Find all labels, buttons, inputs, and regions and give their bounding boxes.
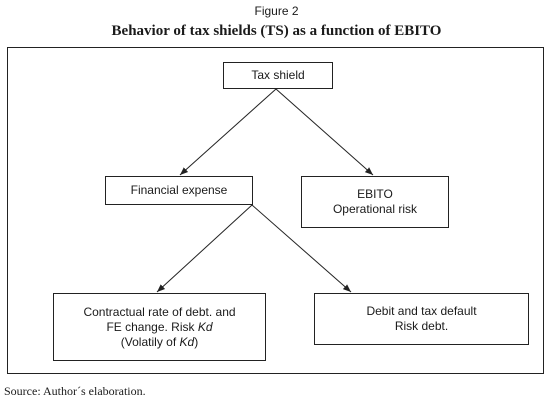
node-ebito: EBITO Operational risk: [301, 176, 449, 228]
kd-symbol: Kd: [179, 334, 195, 349]
edge-financial-to-default: [251, 204, 352, 293]
edge-tax-to-ebito: [275, 88, 374, 176]
node-tax-shield: Tax shield: [223, 62, 333, 89]
node-contractual-rate-line1: Contractual rate of debt. and: [83, 304, 236, 319]
edge-tax-to-financial: [179, 88, 277, 176]
figure-label: Figure 2: [254, 4, 299, 18]
kd-symbol: Kd: [197, 319, 213, 334]
line3-text-pre: (Volatily of: [120, 334, 180, 349]
node-financial-expense: Financial expense: [105, 176, 253, 205]
node-ebito-line1: EBITO: [357, 187, 393, 201]
node-default-risk: Debit and tax default Risk debt.: [314, 293, 529, 345]
node-contractual-rate-line3: (Volatily of Kd): [121, 335, 198, 350]
node-ebito-line2: Operational risk: [332, 202, 418, 216]
node-default-risk-line1: Debit and tax default: [366, 304, 477, 318]
source-note: Source: Author´s elaboration.: [4, 384, 146, 398]
node-contractual-rate: Contractual rate of debt. and FE change.…: [53, 293, 266, 361]
node-default-risk-line2: Risk debt.: [394, 319, 449, 333]
node-financial-expense-label: Financial expense: [130, 183, 228, 197]
diagram-frame: [7, 47, 544, 374]
line2-text: FE change. Risk: [106, 319, 198, 334]
node-contractual-rate-line2: FE change. Risk Kd: [106, 320, 212, 335]
node-tax-shield-label: Tax shield: [251, 68, 305, 82]
line3-text-post: ): [194, 334, 199, 349]
figure-title: Behavior of tax shields (TS) as a functi…: [111, 23, 442, 39]
edge-financial-to-rate: [156, 204, 253, 293]
